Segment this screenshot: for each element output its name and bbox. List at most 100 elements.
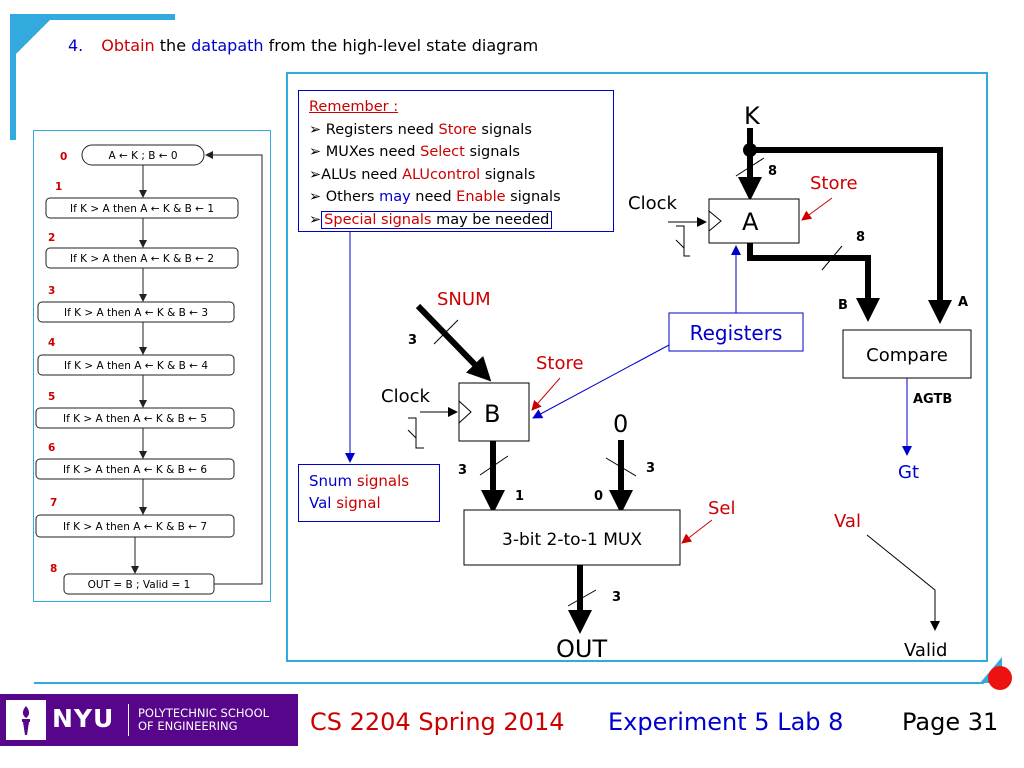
state-id-4: 4	[48, 337, 55, 349]
state-diagram-panel	[33, 130, 271, 602]
state-id-0: 0	[60, 151, 67, 163]
registers-callout: Registers	[690, 321, 783, 345]
state-box-5	[35, 407, 235, 429]
state-text-8: OUT = B ; Valid = 1	[88, 579, 191, 591]
register-a	[708, 198, 800, 244]
store-a-arrow	[801, 197, 833, 221]
val-signal-label: Val signal	[309, 494, 381, 512]
nyu-logo: NYU POLYTECHNIC SCHOOL OF ENGINEERING	[0, 694, 298, 746]
state-id-6: 6	[48, 442, 55, 454]
store-a-label: Store	[810, 173, 858, 194]
datapath-diagram: K 8 A Clock Store 8 B A Compare AGTB Gt …	[345, 102, 972, 663]
sel-arrow	[681, 519, 713, 544]
k-label: K	[744, 102, 761, 130]
zero-width-slash	[605, 457, 637, 477]
state-id-1: 1	[55, 181, 62, 193]
remember-item: ➢ MUXes need Select signals	[309, 144, 520, 160]
register-a-label: A	[742, 208, 759, 236]
snum-width-slash	[433, 319, 459, 345]
k-width: 8	[768, 164, 777, 179]
course-label: CS 2204 Spring 2014	[310, 708, 565, 736]
clock-a-pulse	[676, 225, 690, 257]
state-diagram: 0 1 2 3 4 5 6 7 8 A ← K ; B ← 0 If K > A…	[35, 144, 263, 595]
mux-label: 3-bit 2-to-1 MUX	[502, 530, 642, 550]
remember-item: ➢Special signals may be needed	[309, 209, 603, 232]
datapath-panel	[286, 72, 988, 662]
torch-icon	[6, 700, 46, 740]
state-text-6: If K > A then A ← K & B ← 6	[63, 464, 207, 476]
state-box-1	[45, 197, 239, 219]
state-box-3	[37, 301, 235, 323]
clock-b-pulse	[408, 417, 424, 449]
school-name: POLYTECHNIC SCHOOL OF ENGINEERING	[138, 706, 270, 733]
compare-label: Compare	[866, 345, 948, 366]
val-wire	[866, 534, 940, 631]
step-number: 4.	[68, 36, 84, 55]
snum-signals-label: Snum signals	[309, 472, 410, 490]
store-b-label: Store	[536, 353, 584, 374]
corner-decoration-bottom	[980, 657, 1012, 690]
compare-block	[842, 329, 972, 379]
slide-title: 4.Obtain the datapath from the high-leve…	[68, 36, 539, 55]
compare-b-input-label: B	[838, 298, 848, 313]
clock-a-label: Clock	[628, 193, 677, 214]
state-box-6	[35, 458, 235, 480]
page-number: Page 31	[902, 708, 999, 736]
snum-label: SNUM	[437, 289, 491, 310]
state-id-8: 8	[50, 563, 57, 575]
nyu-wordmark: NYU	[52, 704, 115, 733]
val-label: Val	[834, 511, 861, 532]
zero-width: 3	[646, 461, 655, 476]
registers-callout-box	[668, 312, 804, 352]
valid-label: Valid	[904, 640, 947, 661]
state-text-1: If K > A then A ← K & B ← 1	[70, 203, 214, 215]
control-signals-box: Snum signals Val signal	[298, 464, 440, 522]
remember-box: Remember : ➢ Registers need Store signal…	[298, 90, 614, 232]
state-text-3: If K > A then A ← K & B ← 3	[64, 307, 208, 319]
state-id-5: 5	[48, 391, 55, 403]
out-width-slash	[567, 589, 597, 607]
sel-label: Sel	[708, 498, 736, 519]
remember-item: ➢ Others may need Enable signals	[309, 189, 561, 205]
registers-to-b	[532, 344, 670, 419]
clock-b-label: Clock	[381, 386, 430, 407]
k-width-slash	[735, 157, 765, 177]
zero-constant: 0	[613, 410, 628, 438]
remember-heading: Remember :	[309, 99, 399, 115]
mux-input-0: 0	[594, 489, 603, 504]
register-b-label: B	[484, 400, 500, 428]
store-b-arrow	[531, 377, 561, 411]
mux-input-1: 1	[515, 489, 524, 504]
compare-a-input-label: A	[958, 295, 968, 310]
snum-width: 3	[408, 333, 417, 348]
a-out-width-slash	[821, 245, 843, 271]
state-text-4: If K > A then A ← K & B ← 4	[64, 360, 208, 372]
state-id-7: 7	[50, 497, 57, 509]
footer-divider	[34, 682, 984, 684]
b-out-width: 3	[458, 463, 467, 478]
state-box-4	[37, 354, 235, 376]
remember-item: ➢ Registers need Store signals	[309, 121, 532, 138]
logo-separator	[128, 704, 129, 736]
a-out-bus	[747, 243, 880, 322]
register-b-clock-notch	[458, 400, 472, 424]
state-id-3: 3	[48, 285, 55, 297]
snum-bus	[415, 303, 492, 382]
corner-decoration	[10, 14, 175, 140]
state-id-2: 2	[48, 232, 55, 244]
agtb-label: AGTB	[913, 392, 952, 407]
experiment-label: Experiment 5 Lab 8	[608, 708, 844, 736]
state-text-2: If K > A then A ← K & B ← 2	[70, 253, 214, 265]
state-text-5: If K > A then A ← K & B ← 5	[63, 413, 207, 425]
state-text-0: A ← K ; B ← 0	[108, 150, 177, 162]
state-box-2	[45, 247, 239, 269]
remember-item: ➢ALUs need ALUcontrol signals	[309, 166, 536, 183]
out-width: 3	[612, 590, 621, 605]
b-out-width-slash	[479, 455, 509, 476]
out-label: OUT	[556, 635, 607, 663]
mux-block	[463, 509, 681, 566]
register-a-clock-notch	[708, 210, 722, 232]
state-text-7: If K > A then A ← K & B ← 7	[63, 521, 207, 533]
k-to-compare	[750, 147, 952, 324]
gt-label: Gt	[898, 462, 919, 483]
